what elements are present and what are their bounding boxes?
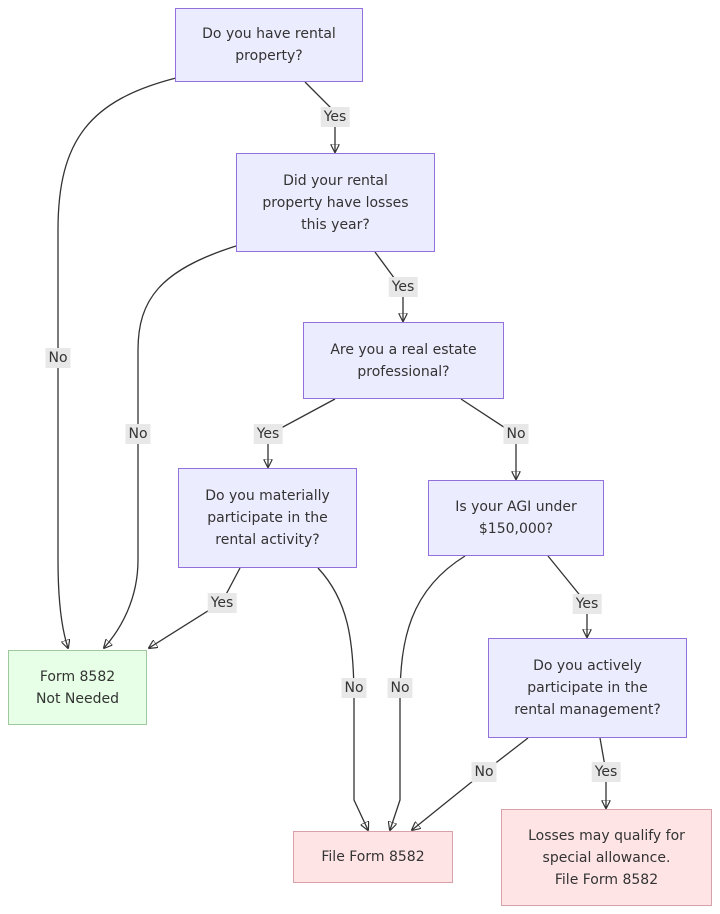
edge-label-active-yes: Yes [591, 762, 621, 782]
edge-label-losses-yes: Yes [388, 277, 418, 297]
edge-label-losses-no: No [125, 424, 151, 444]
node-form-not-needed-label: Form 8582 Not Needed [35, 668, 120, 707]
node-real-estate-professional: Are you a real estate professional? [303, 322, 504, 399]
edge-label-rental-no: No [45, 348, 71, 368]
node-rental-losses: Did your rental property have losses thi… [236, 153, 435, 252]
edge-losses-no [104, 245, 237, 648]
node-active-participation-label: Do you actively participate in the renta… [514, 658, 661, 718]
edge-label-agi-yes: Yes [572, 594, 602, 614]
node-special-allowance-label: Losses may qualify for special allowance… [528, 827, 685, 888]
edge-rental-no [57, 77, 177, 648]
node-active-participation: Do you actively participate in the renta… [488, 638, 687, 738]
node-material-participation-label: Do you materially participate in the ren… [205, 488, 330, 548]
node-file-form-label: File Form 8582 [321, 849, 425, 865]
node-rental-property: Do you have rental property? [175, 8, 363, 82]
node-agi-threshold-label: Is your AGI under $150,000? [455, 499, 577, 537]
node-special-allowance: Losses may qualify for special allowance… [501, 809, 712, 906]
edge-label-professional-yes: Yes [253, 424, 283, 444]
edge-label-agi-no: No [387, 678, 413, 698]
edge-agi-no [390, 555, 466, 830]
node-real-estate-professional-label: Are you a real estate professional? [330, 341, 477, 380]
edge-material-no [317, 567, 368, 830]
edge-label-professional-no: No [503, 424, 529, 444]
edge-label-active-no: No [471, 762, 497, 782]
node-file-form: File Form 8582 [293, 831, 453, 883]
node-rental-property-label: Do you have rental property? [202, 26, 336, 64]
node-rental-losses-label: Did your rental property have losses thi… [262, 172, 409, 233]
edge-label-material-no: No [341, 678, 367, 698]
edge-label-rental-yes: Yes [320, 107, 350, 127]
node-form-not-needed: Form 8582 Not Needed [8, 650, 147, 725]
edge-label-material-yes: Yes [207, 593, 237, 613]
node-material-participation: Do you materially participate in the ren… [178, 468, 357, 568]
node-agi-threshold: Is your AGI under $150,000? [428, 480, 604, 556]
